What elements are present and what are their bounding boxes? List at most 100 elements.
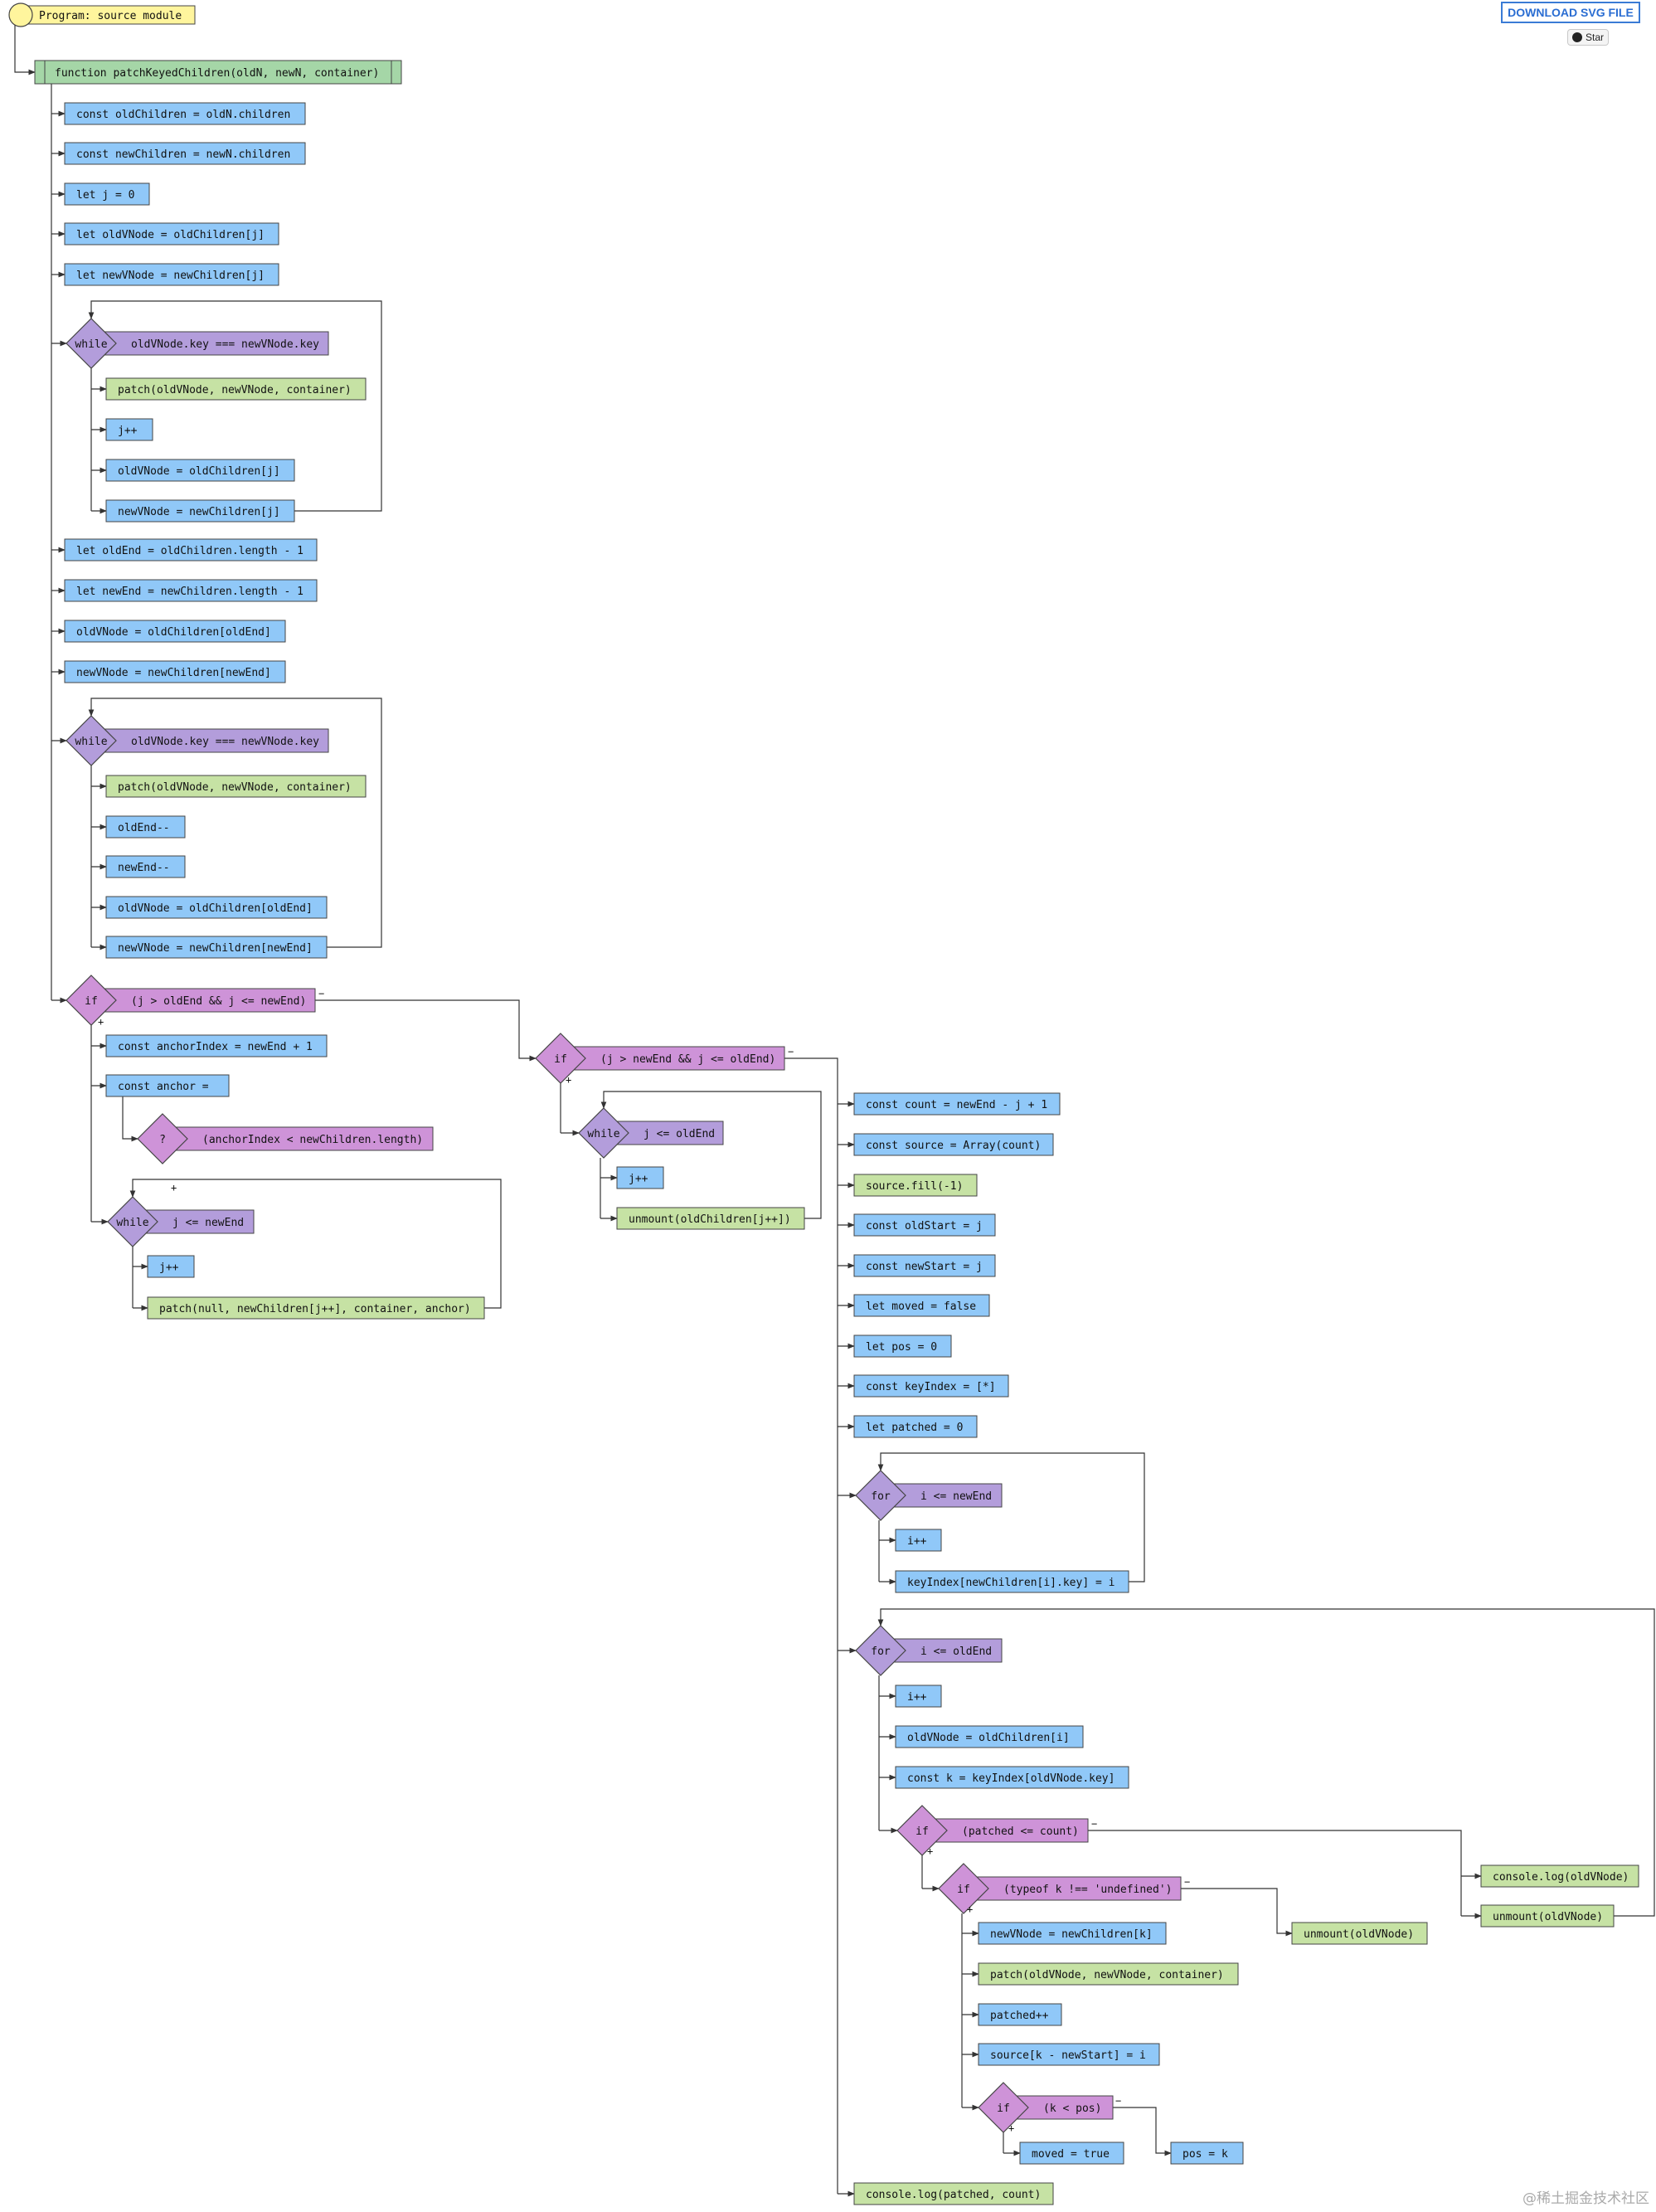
node-w3a: j++ xyxy=(147,1255,195,1278)
if2-no xyxy=(784,1057,838,2194)
node-text: const newStart = j xyxy=(866,1261,983,1273)
node-e7: let pos = 0 xyxy=(853,1334,952,1358)
node-keyword: for xyxy=(871,1646,891,1658)
condition-diamond xyxy=(896,1805,948,1856)
node-c1: console.log(oldVNode) xyxy=(1480,1864,1639,1888)
node-s9: newVNode = newChildren[newEnd] xyxy=(64,660,286,683)
node-keyword: if xyxy=(997,2103,1010,2115)
branch-label: + xyxy=(927,1845,933,1857)
loop-diamond xyxy=(107,1196,158,1247)
node-text: console.log(patched, count) xyxy=(866,2189,1041,2201)
node-text: function patchKeyedChildren(oldN, newN, … xyxy=(55,67,379,80)
node-text: const source = Array(count) xyxy=(866,1140,1041,1152)
node-text: patch(null, newChildren[j++], container,… xyxy=(159,1303,471,1315)
node-if4: if(typeof k !== 'undefined') xyxy=(938,1863,1182,1914)
node-g2: patch(oldVNode, newVNode, container) xyxy=(978,1962,1239,1986)
branch-labels: ++−+−+++−−− xyxy=(98,988,1190,2134)
condition-diamond xyxy=(66,975,117,1026)
node-w2e: newVNode = newChildren[newEnd] xyxy=(105,936,328,959)
if4-no xyxy=(1181,1888,1293,1937)
node-text: pos = k xyxy=(1183,2148,1228,2161)
node-text: let newVNode = newChildren[j] xyxy=(76,270,265,282)
node-keyword: while xyxy=(116,1217,148,1229)
node-s7: let newEnd = newChildren.length - 1 xyxy=(64,579,318,602)
node-if2: if(j > newEnd && j <= oldEnd) xyxy=(535,1033,785,1084)
node-text: const oldChildren = oldN.children xyxy=(76,109,290,121)
node-text: unmount(oldVNode) xyxy=(1304,1928,1414,1941)
node-text: const k = keyIndex[oldVNode.key] xyxy=(907,1772,1115,1785)
node-text: patch(oldVNode, newVNode, container) xyxy=(118,781,352,794)
node-text: unmount(oldChildren[j++]) xyxy=(629,1213,791,1226)
node-keyword: while xyxy=(75,338,107,351)
edges xyxy=(14,25,1655,2197)
node-text: let j = 0 xyxy=(76,189,134,202)
loop-back-w1 xyxy=(88,300,382,512)
program-to-function xyxy=(14,25,36,75)
node-e3: source.fill(-1) xyxy=(853,1174,978,1197)
node-keyword: if xyxy=(957,1884,970,1896)
node-text: i++ xyxy=(907,1691,927,1704)
node-text: newEnd-- xyxy=(118,862,170,874)
node-h2: pos = k xyxy=(1170,2142,1244,2165)
node-f2b: oldVNode = oldChildren[i] xyxy=(895,1725,1084,1748)
github-star-button[interactable]: Star xyxy=(1567,29,1609,46)
node-w4a: j++ xyxy=(616,1166,664,1189)
node-a1: const anchorIndex = newEnd + 1 xyxy=(105,1034,328,1057)
loop-diamond xyxy=(66,318,117,369)
branch-label: − xyxy=(1091,1818,1097,1830)
node-e8: const keyIndex = [*] xyxy=(853,1374,1009,1398)
node-text: let oldEnd = oldChildren.length - 1 xyxy=(76,545,304,557)
node-text: newVNode = newChildren[newEnd] xyxy=(76,667,271,679)
if3-no xyxy=(1088,1830,1462,1916)
node-f1b: keyIndex[newChildren[i].key] = i xyxy=(895,1570,1129,1593)
node-program: Program: source module xyxy=(8,2,196,27)
node-f1a: i++ xyxy=(895,1529,942,1552)
node-if5: if (k < pos) xyxy=(978,2082,1114,2133)
github-icon xyxy=(1571,32,1582,42)
node-s8: oldVNode = oldChildren[oldEnd] xyxy=(64,620,286,643)
loop-back-w2 xyxy=(88,698,382,948)
loop-back-w4 xyxy=(600,1091,822,1219)
node-text: let pos = 0 xyxy=(866,1341,937,1354)
node-text: const oldStart = j xyxy=(866,1220,983,1232)
node-text: source.fill(-1) xyxy=(866,1180,963,1193)
condition-diamond xyxy=(535,1033,586,1084)
node-text: console.log(oldVNode) xyxy=(1493,1871,1629,1884)
node-w3: while j <= newEnd xyxy=(107,1196,255,1247)
branch-label: − xyxy=(788,1046,794,1057)
node-e6: let moved = false xyxy=(853,1294,990,1317)
branch-label: + xyxy=(1008,2122,1014,2134)
node-text: patch(oldVNode, newVNode, container) xyxy=(118,384,352,396)
condition-diamond xyxy=(938,1863,989,1914)
node-text: newVNode = newChildren[k] xyxy=(990,1928,1153,1941)
node-text: (k < pos) xyxy=(1043,2103,1101,2115)
node-w1a: patch(oldVNode, newVNode, container) xyxy=(105,377,367,401)
node-text: j++ xyxy=(118,425,138,437)
node-s2: const newChildren = newN.children xyxy=(64,142,306,165)
node-text: const anchor = xyxy=(118,1081,209,1093)
node-w2a: patch(oldVNode, newVNode, container) xyxy=(105,775,367,798)
node-text: source[k - newStart] = i xyxy=(990,2049,1146,2062)
node-text: (anchorIndex < newChildren.length) xyxy=(202,1134,423,1146)
loop-diamond xyxy=(66,715,117,766)
download-svg-button[interactable]: DOWNLOAD SVG FILE xyxy=(1501,2,1640,23)
star-label: Star xyxy=(1585,32,1604,43)
node-s1: const oldChildren = oldN.children xyxy=(64,102,306,125)
node-text: j <= oldEnd xyxy=(643,1128,715,1140)
node-keyword: ? xyxy=(159,1134,166,1146)
node-text: newVNode = newChildren[j] xyxy=(118,506,280,518)
branch-label: − xyxy=(318,988,324,999)
node-text: const keyIndex = [*] xyxy=(866,1381,996,1393)
node-w1c: oldVNode = oldChildren[j] xyxy=(105,459,295,482)
node-text: newVNode = newChildren[newEnd] xyxy=(118,942,313,955)
node-func: function patchKeyedChildren(oldN, newN, … xyxy=(34,60,402,85)
loop-diamond xyxy=(855,1625,906,1676)
branch-label: − xyxy=(1184,1876,1190,1888)
node-text: const count = newEnd - j + 1 xyxy=(866,1099,1047,1111)
node-keyword: for xyxy=(871,1490,891,1503)
node-text: j <= newEnd xyxy=(172,1217,244,1229)
